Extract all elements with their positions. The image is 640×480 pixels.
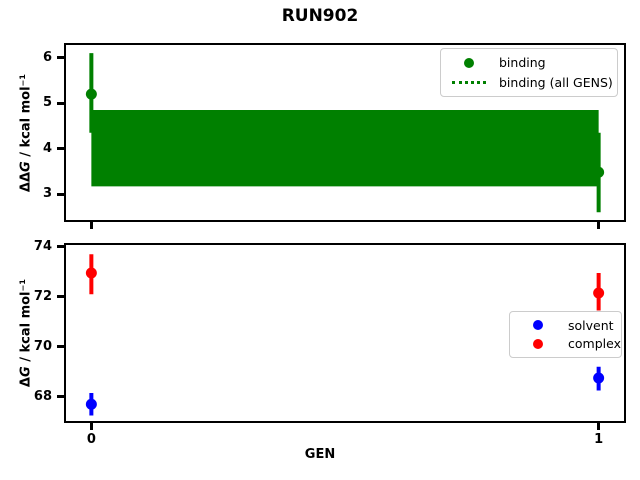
y-tick-label: 68: [33, 388, 52, 404]
y-tick-label: 74: [33, 238, 52, 254]
x-axis-label: GEN: [304, 447, 336, 462]
complex-point: [593, 287, 605, 299]
marker-dot-icon: [451, 57, 487, 68]
uncertainty-band: [91, 110, 599, 187]
y-tick-label: 3: [42, 186, 52, 202]
y-axis-label: ΔΔG / kcal mol⁻¹: [18, 73, 34, 192]
legend-label: solvent: [568, 317, 614, 333]
y-tick: [57, 147, 64, 151]
figure-title: RUN902: [281, 6, 359, 26]
binding-plot-marks: [85, 53, 605, 213]
y-axis-label: ΔG / kcal mol⁻¹: [18, 278, 34, 388]
binding-plot: [64, 43, 626, 222]
legend-label: binding: [499, 55, 546, 71]
y-tick-label: 72: [33, 288, 52, 304]
legend-entry: binding (all GENS): [451, 73, 613, 93]
marker-dot-icon: [520, 338, 556, 349]
free-energy-plot-marks: [85, 254, 605, 416]
y-tick: [57, 295, 64, 299]
y-tick: [57, 56, 64, 60]
legend-entry: binding: [451, 53, 607, 73]
legend-entry: solvent: [520, 316, 614, 335]
legend-entry: complex: [520, 335, 621, 354]
binding-plot-legend: binding binding (all GENS): [440, 48, 618, 97]
y-tick: [57, 345, 64, 349]
legend-label: binding (all GENS): [499, 74, 613, 90]
solvent-point: [85, 398, 97, 410]
complex-point: [85, 267, 97, 279]
y-tick-label: 6: [42, 49, 52, 65]
y-tick-label: 4: [42, 140, 52, 156]
marker-dot-icon: [520, 320, 556, 331]
y-tick: [57, 395, 64, 399]
free-energy-plot-legend: solvent complex: [509, 311, 622, 358]
y-tick-label: 70: [33, 338, 52, 354]
x-tick-label: 0: [86, 432, 96, 447]
x-tick: [89, 222, 93, 229]
binding-point: [593, 166, 605, 178]
x-tick: [89, 423, 93, 430]
solvent-point: [593, 372, 605, 384]
y-tick-label: 5: [42, 95, 52, 111]
x-tick-label: 1: [594, 432, 604, 447]
x-tick: [597, 222, 601, 229]
x-tick: [597, 423, 601, 430]
y-tick: [57, 192, 64, 196]
dotted-line-icon: [451, 80, 487, 84]
legend-label: complex: [568, 336, 621, 352]
free-energy-plot: [64, 243, 626, 423]
y-tick: [57, 245, 64, 249]
y-tick: [57, 101, 64, 105]
binding-point: [85, 88, 97, 100]
